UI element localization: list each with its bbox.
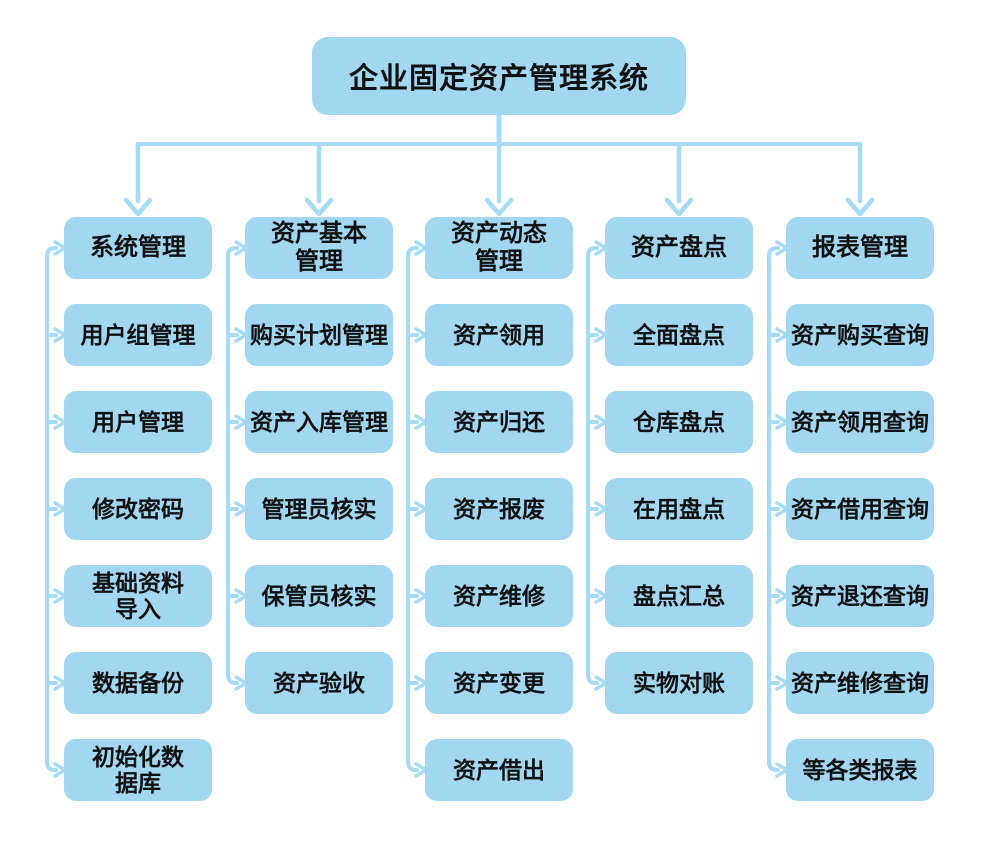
column-4-header-node: 资产盘点 [605,217,753,279]
column-3-item-node: 资产归还 [425,391,573,453]
column-1-item-node: 数据备份 [64,652,212,714]
column-2-item-node: 资产验收 [245,652,393,714]
column-1-item-node: 基础资料 导入 [64,565,212,627]
column-3-item-node: 资产变更 [425,652,573,714]
column-5-item-node: 资产购买查询 [786,304,934,366]
column-3-item-node: 资产报废 [425,478,573,540]
column-1-item-node: 初始化数 据库 [64,739,212,801]
column-2-header-node: 资产基本 管理 [245,217,393,279]
column-2-item-node: 管理员核实 [245,478,393,540]
column-5-header-node: 报表管理 [786,217,934,279]
column-3-item-node: 资产借出 [425,739,573,801]
column-5-item-node: 等各类报表 [786,739,934,801]
column-5-item-node: 资产维修查询 [786,652,934,714]
column-1-item-node: 修改密码 [64,478,212,540]
diagram-root-node: 企业固定资产管理系统 [312,37,686,115]
column-4-item-node: 在用盘点 [605,478,753,540]
column-3-header-node: 资产动态 管理 [425,217,573,279]
column-4-item-node: 仓库盘点 [605,391,753,453]
column-1-item-node: 用户组管理 [64,304,212,366]
column-2-item-node: 资产入库管理 [245,391,393,453]
column-5-item-node: 资产领用查询 [786,391,934,453]
column-4-item-node: 全面盘点 [605,304,753,366]
column-5-item-node: 资产借用查询 [786,478,934,540]
column-1-item-node: 用户管理 [64,391,212,453]
column-4-item-node: 盘点汇总 [605,565,753,627]
column-2-item-node: 保管员核实 [245,565,393,627]
column-1-header-node: 系统管理 [64,217,212,279]
column-4-item-node: 实物对账 [605,652,753,714]
column-2-item-node: 购买计划管理 [245,304,393,366]
column-5-item-node: 资产退还查询 [786,565,934,627]
column-3-item-node: 资产领用 [425,304,573,366]
column-3-item-node: 资产维修 [425,565,573,627]
